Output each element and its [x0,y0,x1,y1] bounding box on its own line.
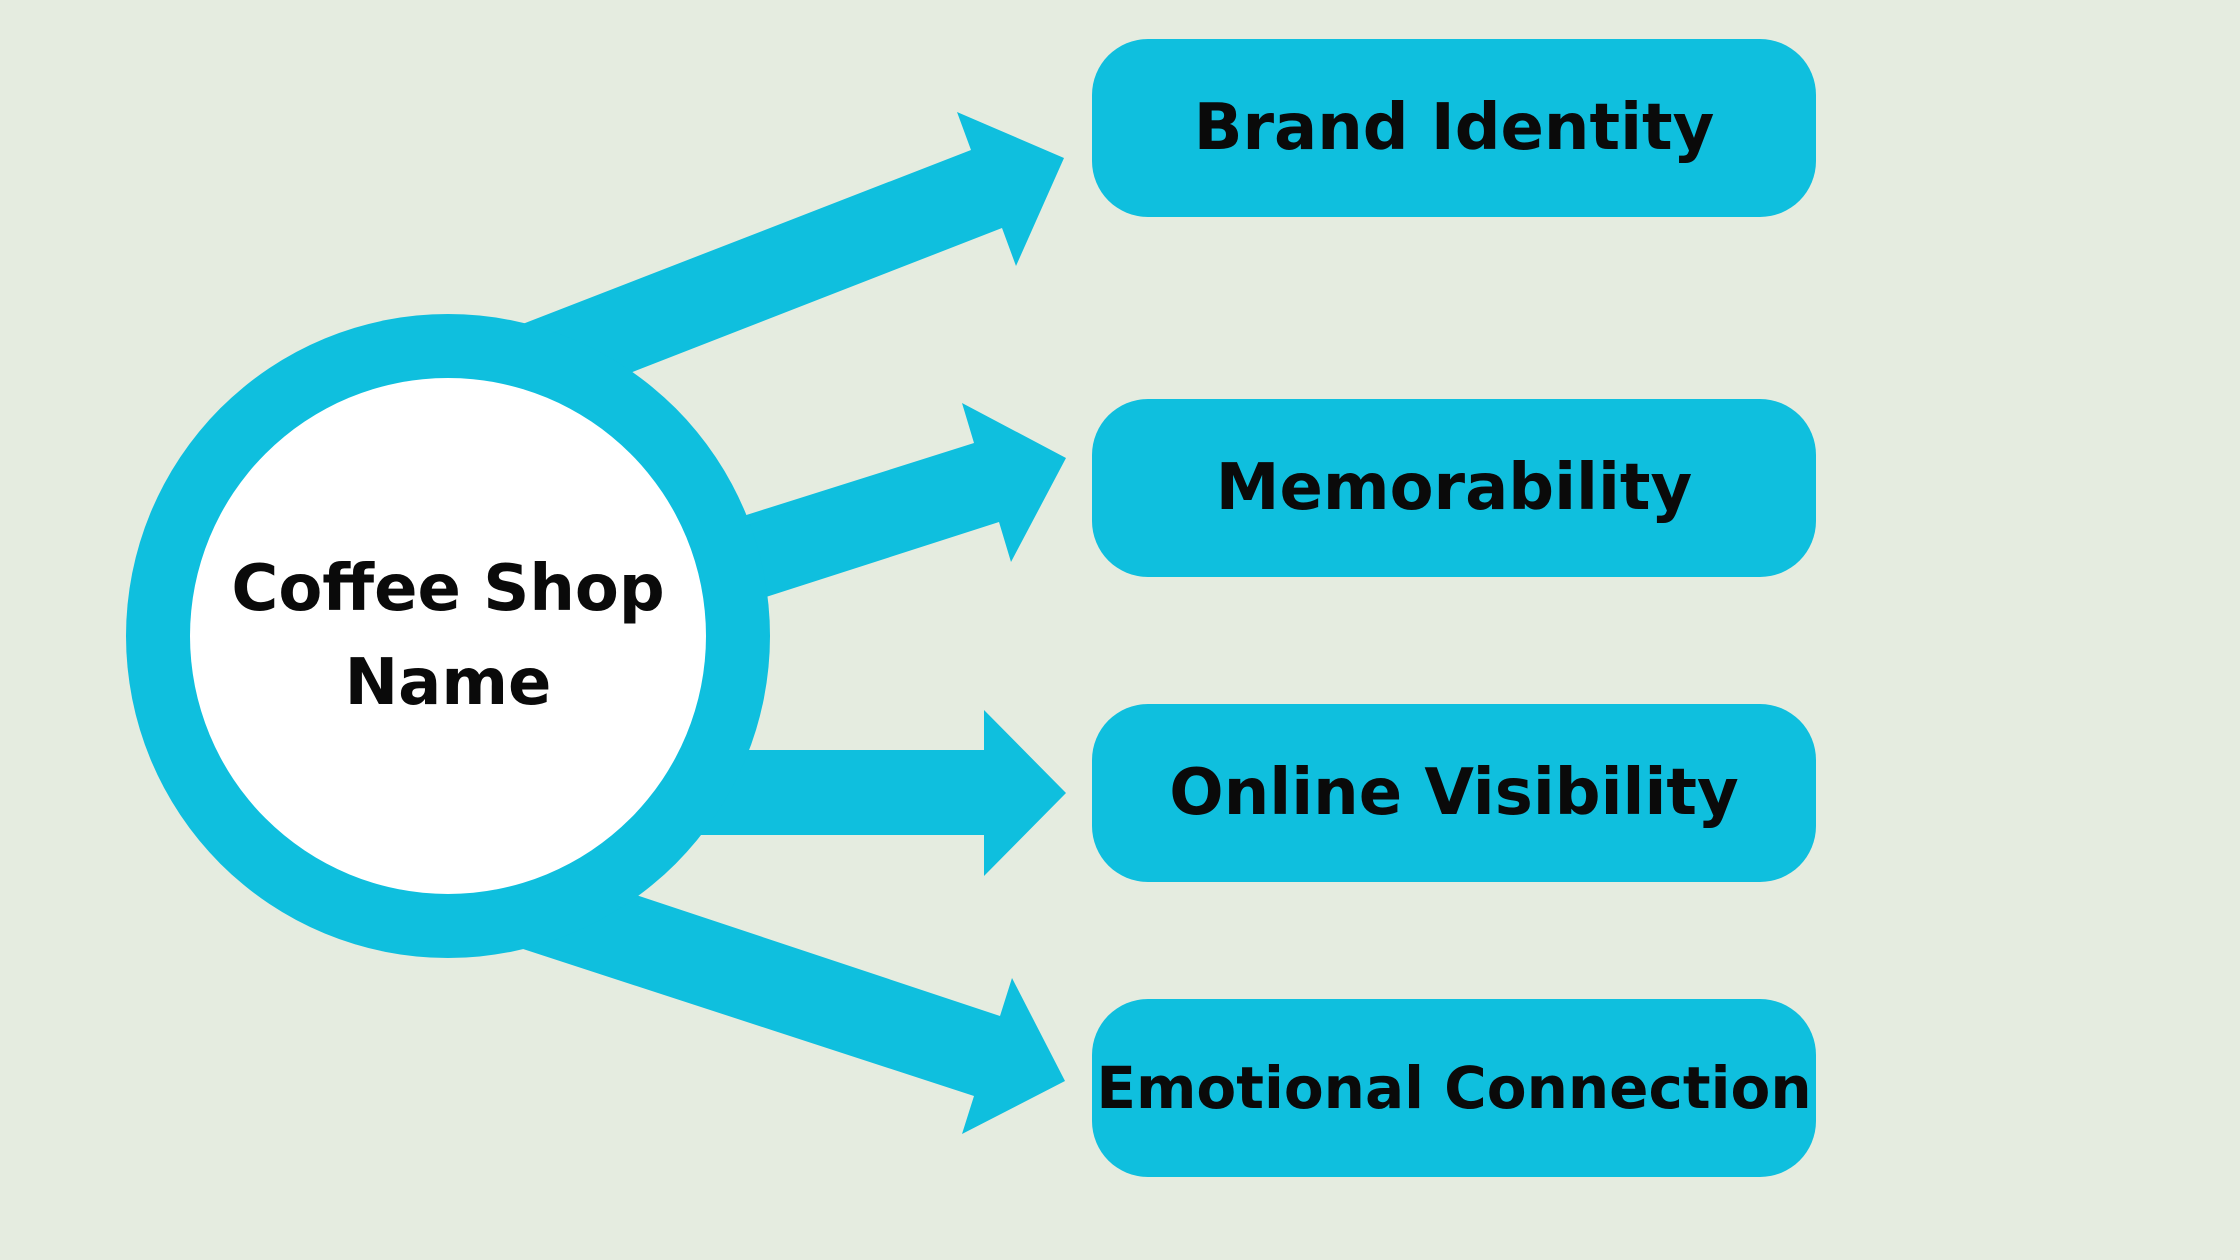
node-label: Emotional Connection [1096,1054,1812,1122]
node-emotional-connection: Emotional Connection [1092,999,1816,1177]
node-label: Brand Identity [1193,91,1715,165]
arrow-to-brand-identity [520,112,1064,373]
node-brand-identity: Brand Identity [1092,39,1816,217]
center-label-line2: Name [344,646,552,720]
arrow-to-memorability [740,403,1066,597]
arrow-to-online-visibility [700,710,1066,876]
arrow-to-emotional-connection [520,868,1065,1134]
node-label: Online Visibility [1169,756,1739,830]
center-label: Coffee Shop Name [228,542,668,730]
center-node: Coffee Shop Name [190,378,706,894]
node-online-visibility: Online Visibility [1092,704,1816,882]
node-memorability: Memorability [1092,399,1816,577]
node-label: Memorability [1215,451,1693,525]
center-label-line1: Coffee Shop [231,552,665,626]
